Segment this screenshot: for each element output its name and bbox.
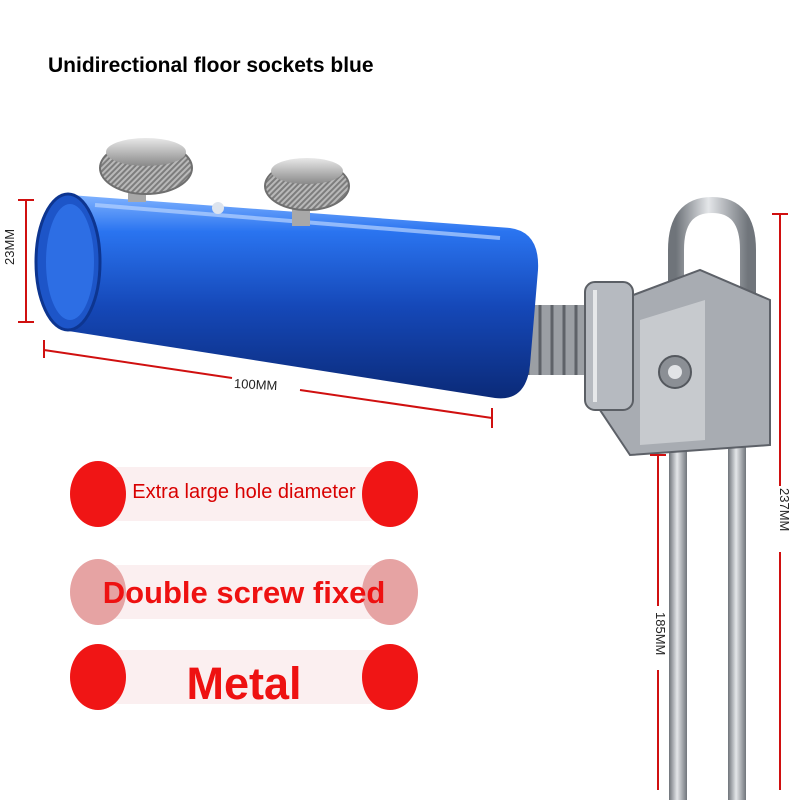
banner-background <box>90 467 398 521</box>
dimension-lines <box>18 199 788 790</box>
red-blob-left <box>70 644 126 710</box>
thumb-screw-left <box>99 138 193 202</box>
diameter-label: 23MM <box>2 228 17 265</box>
feature-banner-double-screw: Double screw fixed <box>70 557 418 627</box>
red-blob-right <box>362 461 418 527</box>
product-title: Unidirectional floor sockets blue <box>48 54 374 77</box>
pink-blob-right <box>362 559 418 625</box>
banner-background <box>90 565 398 619</box>
feature-text: Extra large hole diameter <box>132 481 356 503</box>
red-blob-right <box>362 644 418 710</box>
feature-banner-metal: Metal <box>70 642 418 712</box>
red-blob-left <box>70 461 126 527</box>
thumb-screw-right <box>264 158 350 226</box>
feature-text: Double screw fixed <box>102 575 386 610</box>
threaded-rod <box>520 281 634 411</box>
clamp-bracket <box>598 268 771 457</box>
pink-blob-left <box>70 559 126 625</box>
feature-text: Metal <box>186 658 302 709</box>
total-height-label: 237MM <box>777 488 792 532</box>
blue-tube <box>34 192 539 399</box>
leg-height-label: 185MM <box>653 612 668 656</box>
steel-legs <box>668 196 756 800</box>
feature-banner-hole-diameter: Extra large hole diameter <box>70 459 418 529</box>
banner-background <box>90 650 398 704</box>
length-label: 100MM <box>233 375 278 394</box>
